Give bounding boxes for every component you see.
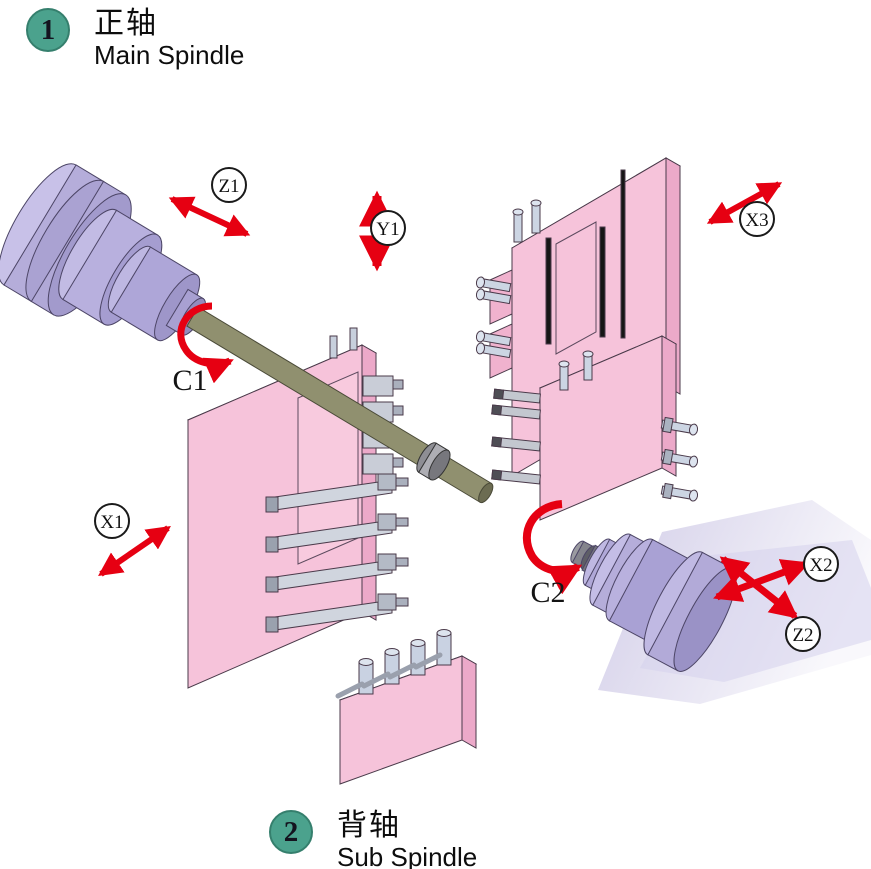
z1-label: Z1 [218, 176, 239, 197]
legend-sub-spindle: 2 背轴 Sub Spindle [269, 810, 477, 869]
x1-axis-arrow [98, 525, 171, 577]
cross-unit-pins-right [660, 416, 699, 502]
z2-label: Z2 [792, 625, 813, 646]
gang-tool-post [186, 327, 409, 689]
z2-label-chip: Z2 [785, 616, 821, 652]
x2-label-chip: X2 [803, 546, 839, 582]
legend-sub-number: 2 [283, 815, 299, 848]
tool-slot [620, 169, 626, 339]
x3-axis-arrow [706, 181, 783, 225]
x2-label: X2 [809, 555, 832, 576]
c1-rotation-arrow [177, 302, 234, 384]
z2-axis-arrow [719, 556, 799, 619]
legend-main-title-zh: 正轴 [94, 7, 158, 40]
x1-label-chip: X1 [94, 503, 130, 539]
guide-bushing [416, 442, 451, 481]
cross-unit-tools-left [491, 388, 541, 485]
y1-label: Y1 [376, 219, 399, 240]
sub-tool-block [335, 629, 478, 785]
tool-slot [599, 226, 606, 338]
bar-stock [186, 306, 494, 504]
x3-label: X3 [745, 210, 768, 231]
cross-drill-unit [491, 335, 699, 521]
c2-rotation-arrow [523, 500, 583, 595]
back-post-pins [475, 276, 512, 359]
x3-label-chip: X3 [739, 201, 775, 237]
legend-main-number-badge: 1 [26, 8, 70, 52]
legend-sub-title-en: Sub Spindle [337, 842, 478, 869]
legend-main-title-en: Main Spindle [94, 40, 245, 70]
legend-sub-title-zh: 背轴 [337, 809, 401, 842]
sub-spindle [570, 533, 737, 672]
sub-block-tools [335, 629, 452, 699]
z1-axis-arrow [168, 196, 251, 237]
x1-label: X1 [100, 512, 123, 533]
z1-label-chip: Z1 [211, 167, 247, 203]
tool-slot [545, 237, 552, 345]
legend-main-spindle: 1 正轴 Main Spindle [26, 8, 244, 71]
c2-label: C2 [530, 576, 565, 609]
gang-tools [265, 473, 409, 633]
axis-label-chips: Z1 Y1 X3 X1 X2 Z2 C1 C2 [94, 167, 839, 652]
legend-sub-number-badge: 2 [269, 810, 313, 854]
c1-label: C1 [172, 364, 207, 397]
y1-label-chip: Y1 [370, 210, 406, 246]
legend-main-number: 1 [40, 13, 56, 46]
